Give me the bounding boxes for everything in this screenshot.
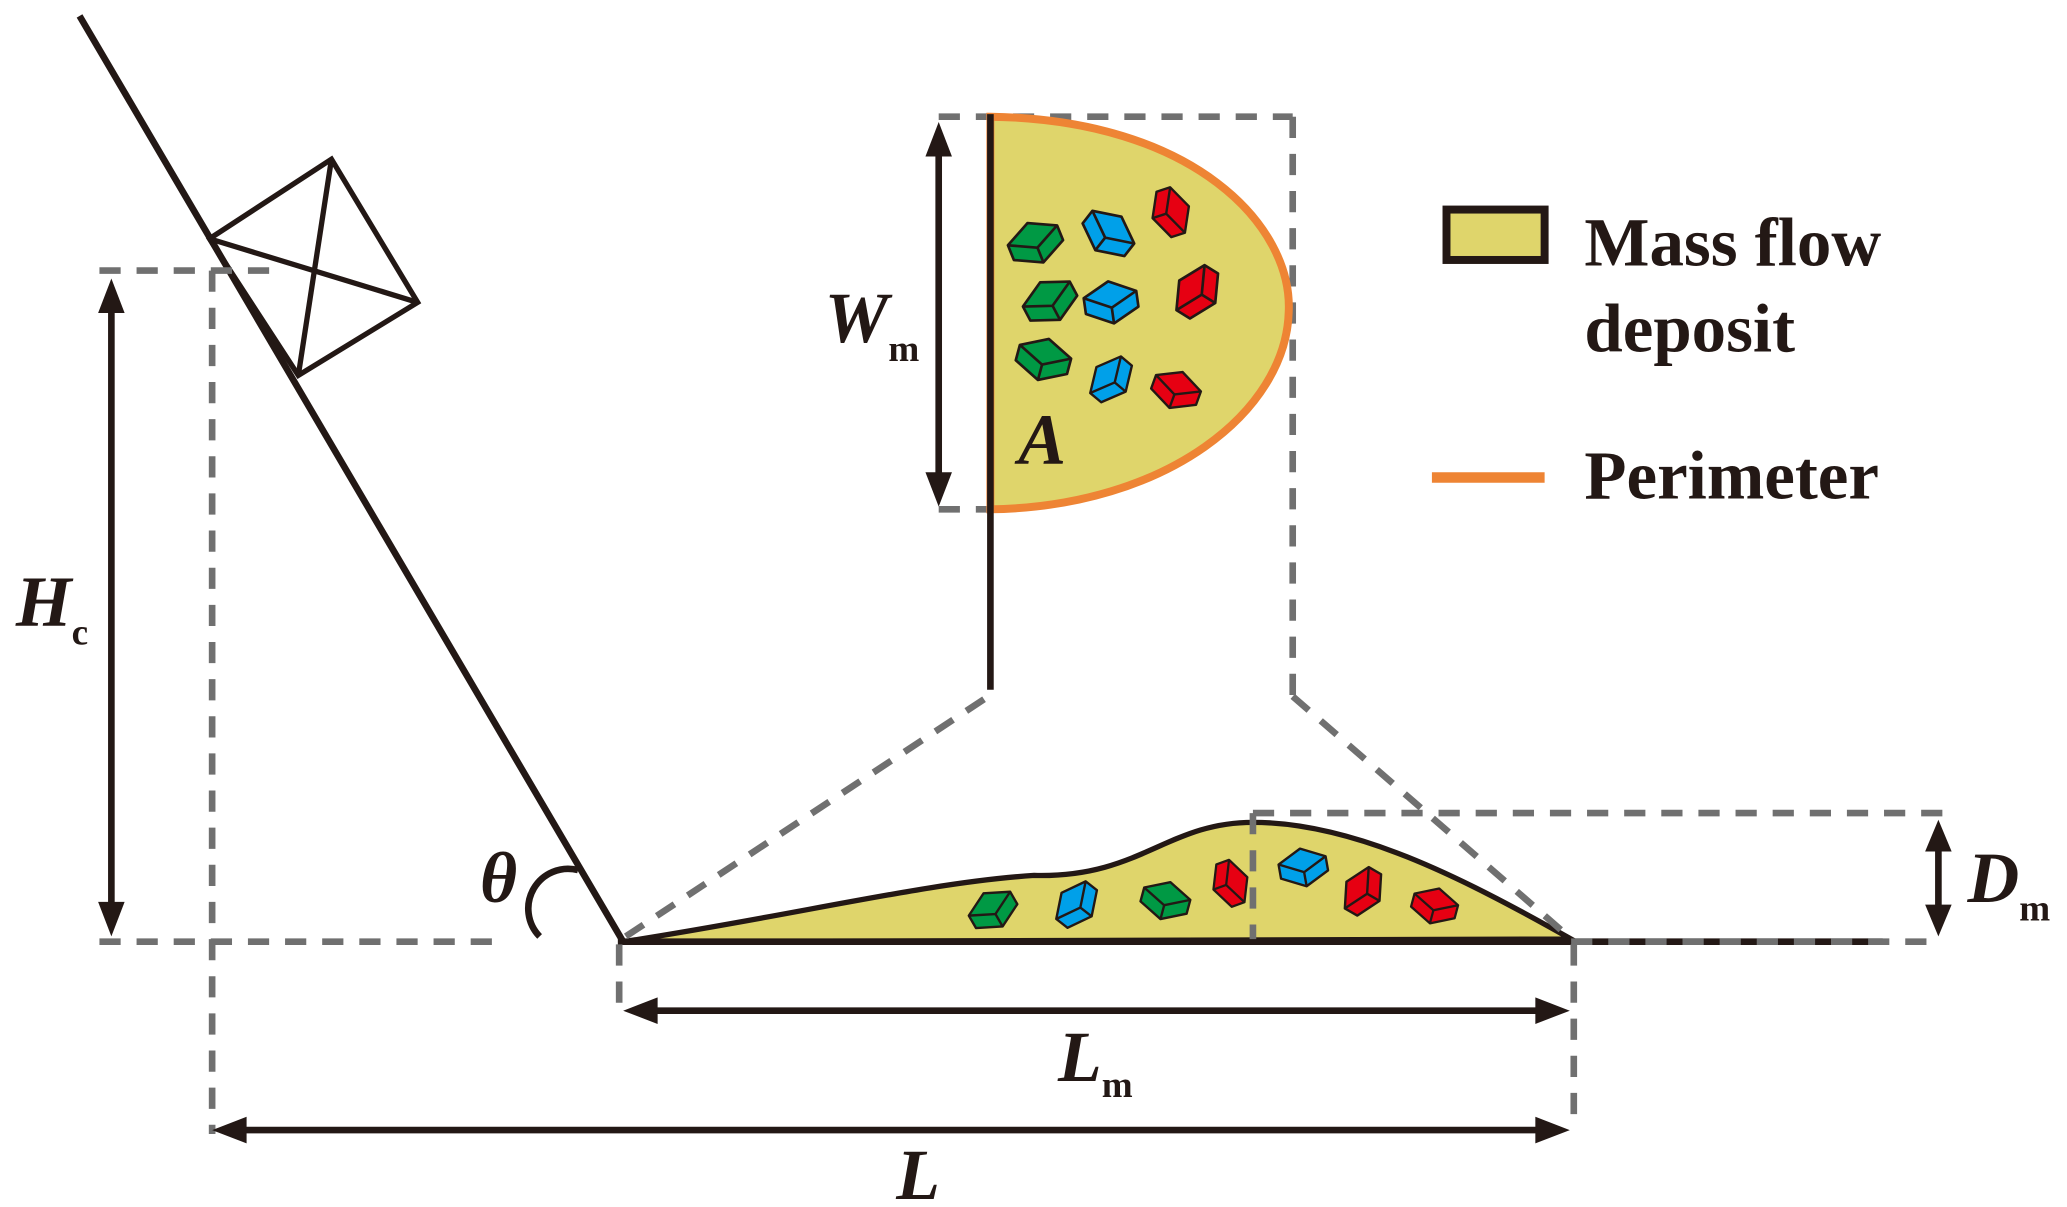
lm-arrow [623, 997, 1570, 1024]
wm-arrow [925, 122, 952, 507]
slope-line [76, 14, 627, 944]
legend-deposit-swatch [1442, 205, 1549, 264]
lm-guides [615, 944, 1578, 1131]
plan-view-inset [938, 112, 1297, 701]
legend-deposit-label-2: deposit [1584, 290, 1795, 366]
legend: Mass flow deposit Perimeter [1431, 204, 1881, 514]
l-label: L [895, 1136, 940, 1207]
l-arrow [212, 1116, 1570, 1144]
dm-label: Dm [1967, 839, 2051, 930]
deposit-plan [986, 112, 1293, 514]
lm-label: Lm [1057, 1018, 1133, 1106]
hc-guides [99, 267, 502, 1135]
angle-arc [524, 865, 579, 939]
wm-label: Wm [825, 279, 920, 370]
hc-arrow [98, 278, 125, 937]
deposit-profile [622, 819, 1582, 945]
dm-arrow [1925, 819, 1952, 937]
zoom-connectors [623, 689, 1571, 940]
legend-deposit-label: Mass flow [1584, 204, 1881, 280]
sliding-block-icon [205, 155, 422, 379]
area-label: A [1014, 401, 1066, 480]
legend-perimeter-label: Perimeter [1584, 438, 1879, 514]
theta-label: θ [480, 839, 517, 918]
dm-guides [1249, 809, 1943, 946]
hc-label: Hc [15, 563, 88, 654]
